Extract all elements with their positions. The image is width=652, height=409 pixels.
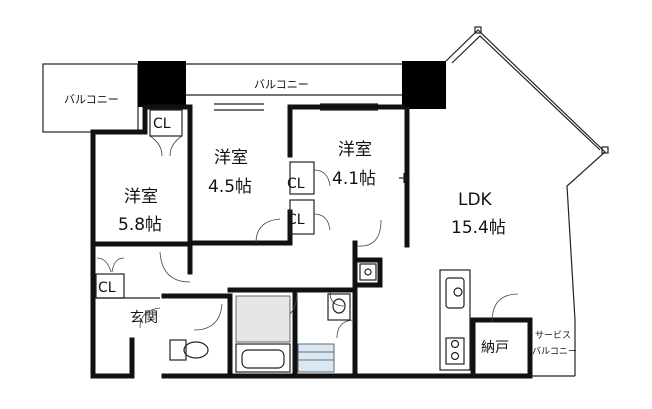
closets xyxy=(95,109,315,299)
kitchen-counter xyxy=(439,269,471,371)
exterior-walls xyxy=(90,104,533,379)
closet-label-1: CL xyxy=(153,116,171,132)
east-room-size: 4.1帖 xyxy=(332,169,376,189)
ldk-size: 15.4帖 xyxy=(451,218,506,238)
bathroom-fixtures xyxy=(169,263,377,373)
east-room-name: 洋室 xyxy=(338,140,372,160)
balcony-top-label: バルコニー xyxy=(254,78,309,91)
ldk-name: LDK xyxy=(458,190,493,210)
middle-room-size: 4.5帖 xyxy=(208,177,252,197)
entry-label: 玄関 xyxy=(130,309,158,326)
west-room-name: 洋室 xyxy=(124,187,158,207)
closet-label-2: CL xyxy=(287,176,305,192)
column-left xyxy=(138,61,186,107)
service-balcony-label-2: バルコニー xyxy=(532,346,577,357)
windows xyxy=(214,103,378,111)
ldk-outline xyxy=(445,26,609,377)
balcony-left-label: バルコニー xyxy=(64,93,119,106)
column-right xyxy=(402,61,446,109)
middle-room-name: 洋室 xyxy=(214,148,248,168)
storage-label: 納戸 xyxy=(481,340,509,356)
closet-label-3: CL xyxy=(287,212,305,228)
west-room-size: 5.8帖 xyxy=(118,215,162,235)
door-swings xyxy=(96,135,519,339)
cross-marker xyxy=(399,173,409,183)
service-balcony-label-1: サービス xyxy=(535,330,571,341)
closet-label-4: CL xyxy=(98,280,116,296)
